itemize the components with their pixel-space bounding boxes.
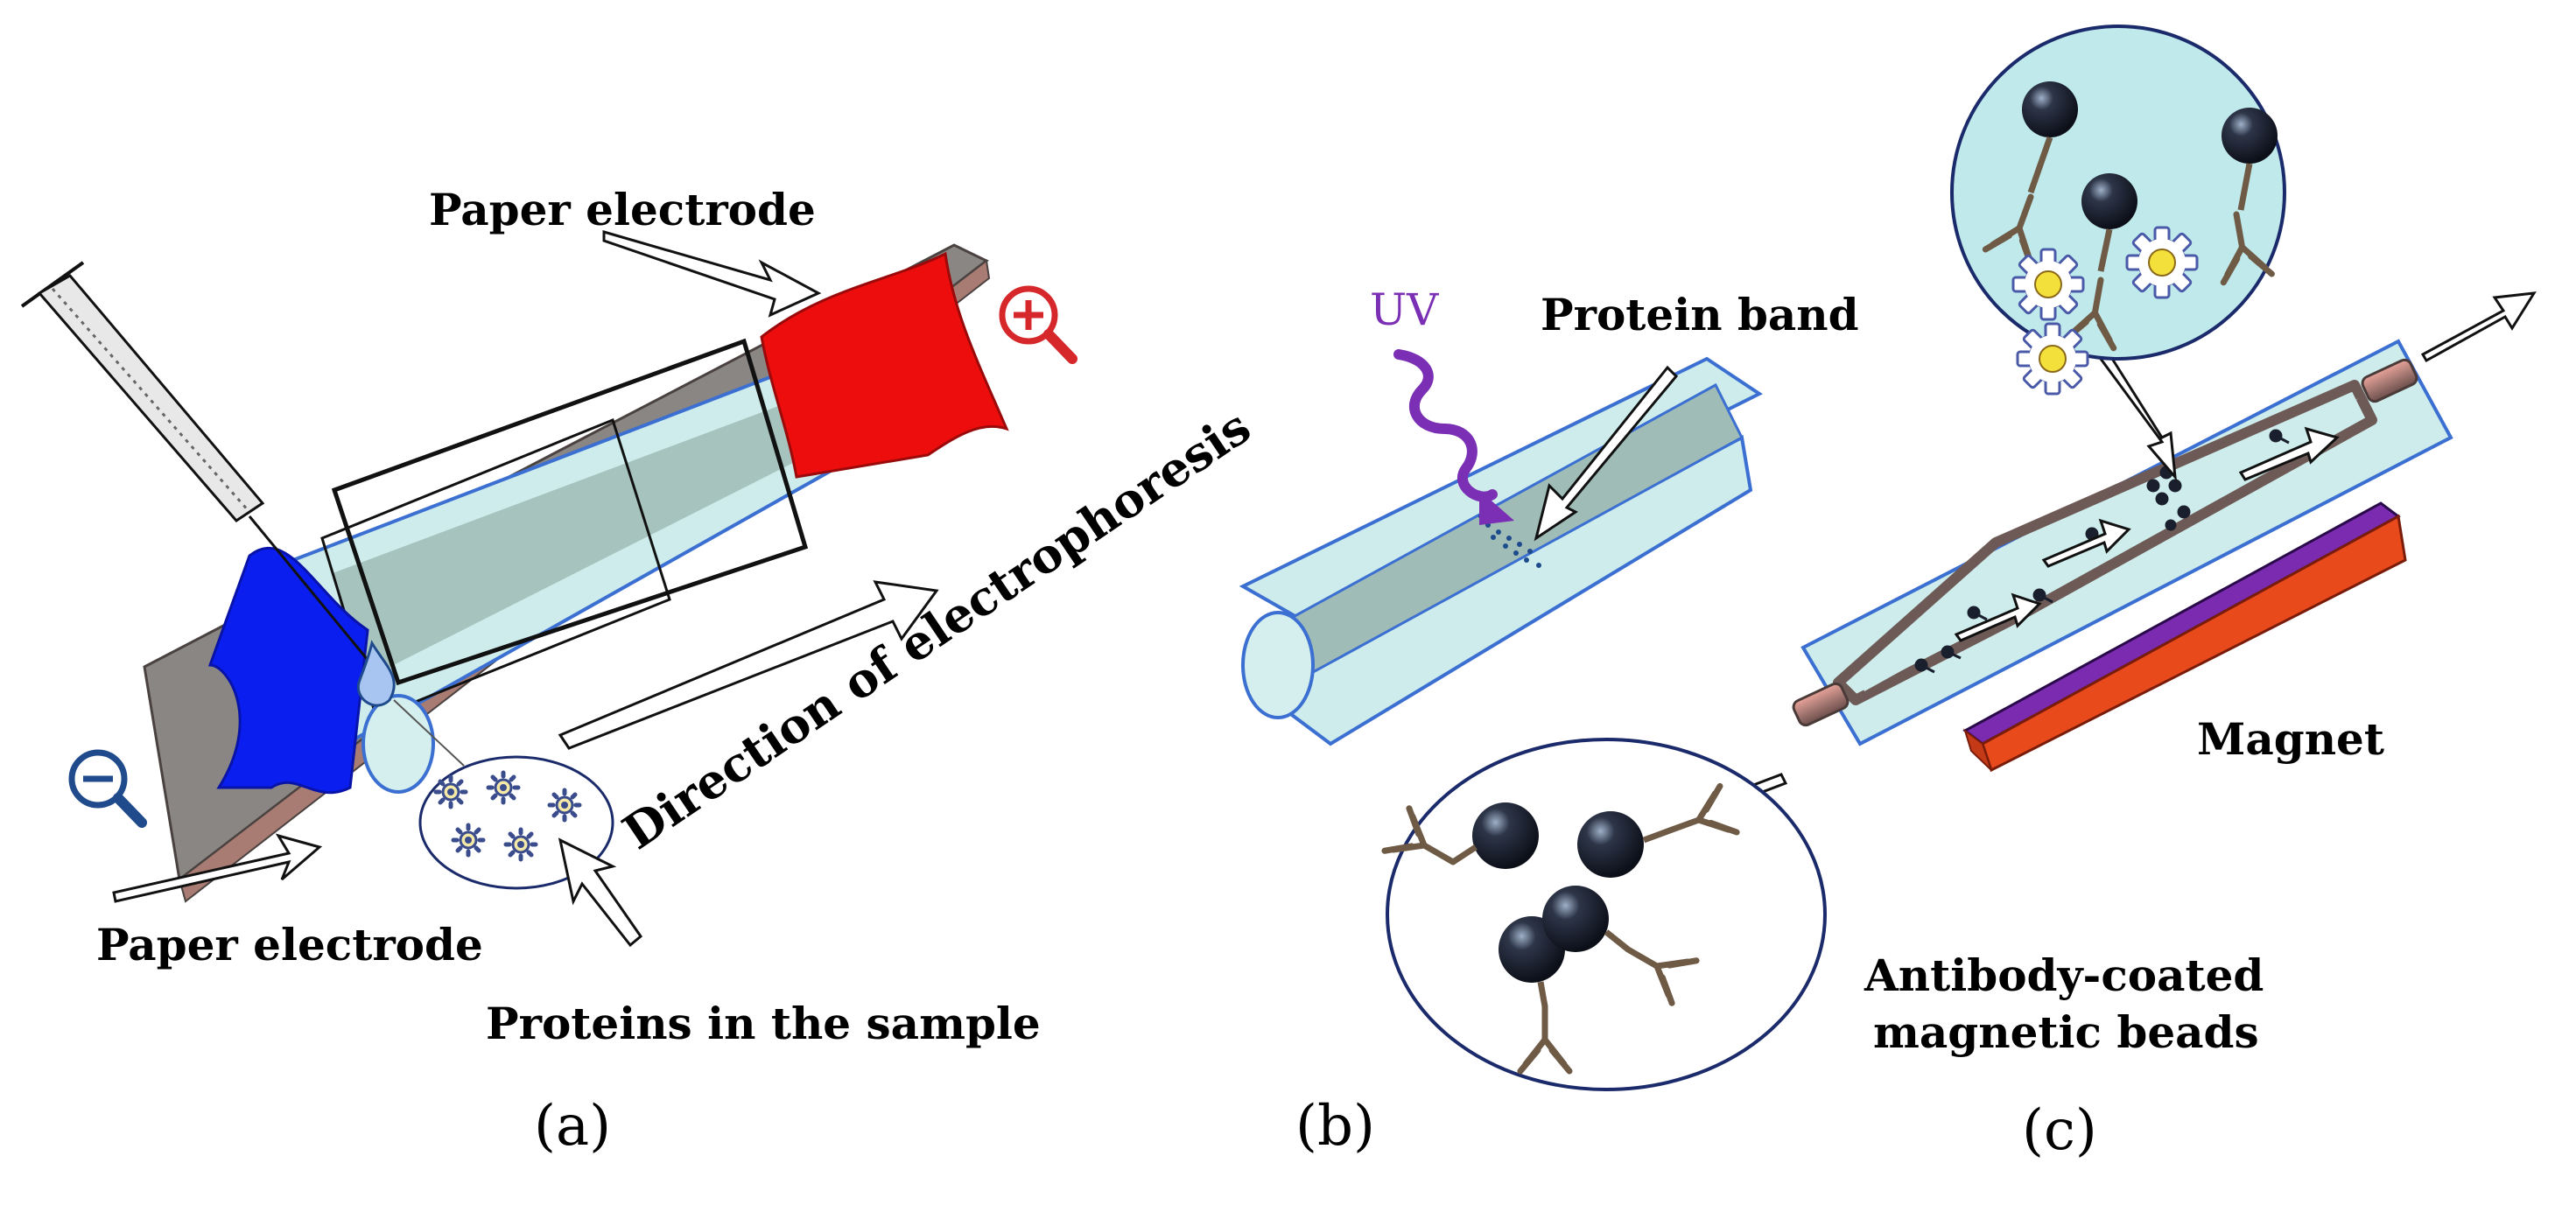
panel-c-device [1385,25,2537,1091]
direction-arrow [558,580,939,750]
beads-with-proteins-bubble [1950,25,2286,396]
syringe-icon [20,261,396,707]
label-paper-electrode-bottom: Paper electrode [96,919,483,970]
label-protein-band: Protein band [1541,289,1859,340]
uv-arrow-icon [1393,349,1498,502]
magnet-icon [1962,501,2407,773]
label-beads-line1: Antibody-coated [1864,949,2264,1001]
panel-a-device [20,230,1077,948]
plus-magnifier-icon [999,285,1077,364]
caption-a: (a) [534,1094,612,1159]
label-uv: UV [1370,284,1439,335]
panel-b-channel [1239,349,1763,746]
callout-arrow [1534,365,1679,542]
callout-arrow [2098,353,2177,481]
minus-magnifier-icon [68,749,147,828]
callout-arrow [112,833,323,903]
label-magnet: Magnet [2197,713,2384,765]
callout-arrow [602,230,822,318]
caption-c: (c) [2022,1098,2097,1163]
antibody-beads-bubble [1385,738,1827,1091]
label-proteins-in-sample: Proteins in the sample [486,998,1041,1049]
label-paper-electrode-top: Paper electrode [429,184,816,235]
callout-arrow [558,837,643,948]
caption-b: (b) [1295,1094,1375,1159]
label-beads-line2: magnetic beads [1873,1006,2259,1058]
